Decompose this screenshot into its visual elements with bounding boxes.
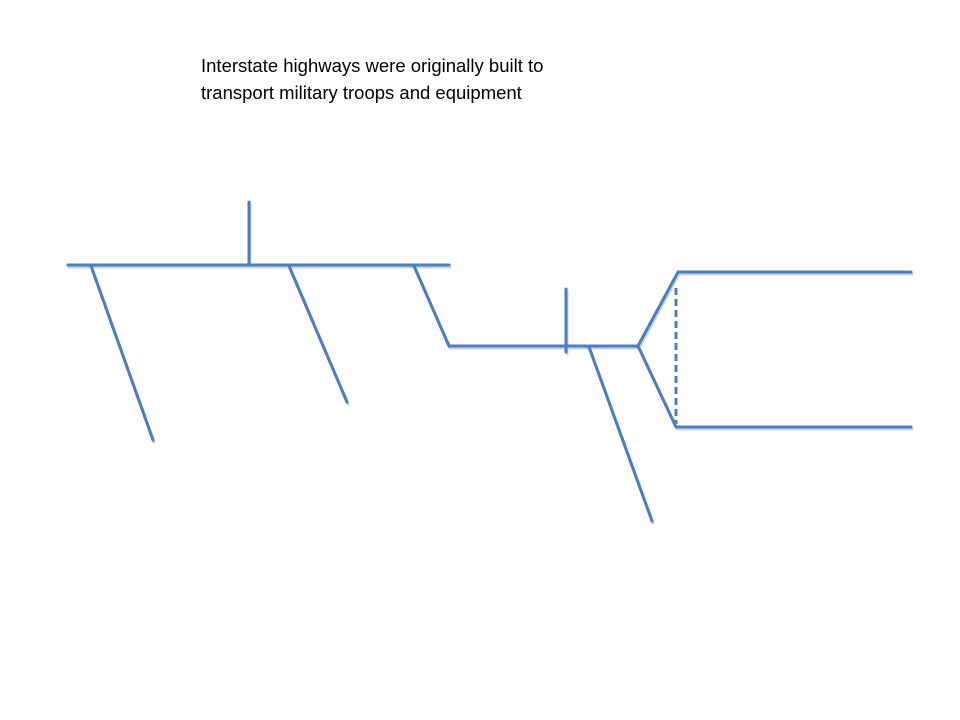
sentence-text: Interstate highways were originally buil…	[201, 52, 671, 106]
sentence-line-1: Interstate highways were originally buil…	[201, 55, 544, 76]
diagram-lines	[66, 200, 913, 523]
fork-upper-shadow	[637, 272, 914, 350]
complement-step-shadow	[413, 266, 641, 350]
modifier-slant-1	[89, 264, 155, 442]
fork-upper	[636, 270, 913, 348]
diagram-shadow	[67, 202, 914, 525]
complement-step	[412, 264, 640, 348]
modifier-slant-2	[287, 264, 349, 404]
modifier-slant-3	[587, 345, 654, 523]
fork-lower	[636, 344, 913, 429]
sentence-line-2: transport military troops and equipment	[201, 82, 522, 103]
fork-lower-shadow	[637, 346, 914, 431]
